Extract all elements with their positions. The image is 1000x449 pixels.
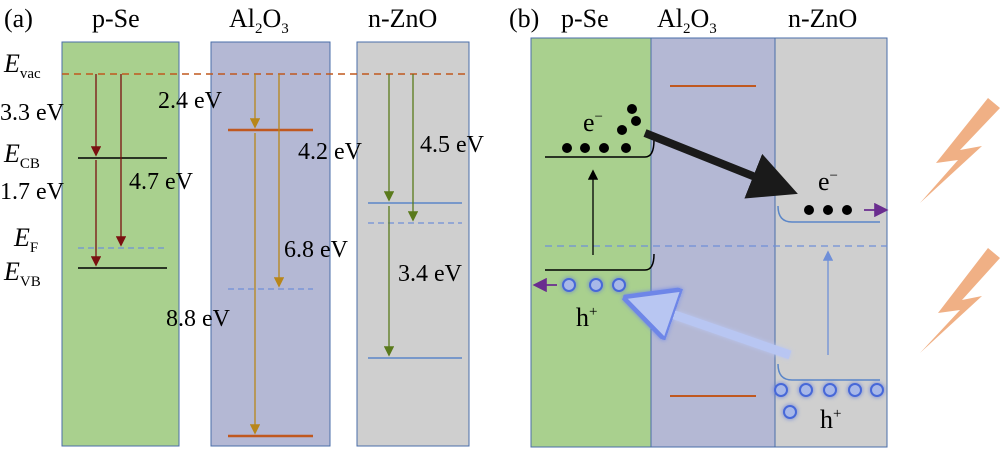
panel-b-header-pse: p-Se (561, 4, 609, 33)
lightning-bolt-icon (920, 98, 1000, 203)
panel-b-pse-vb (545, 253, 655, 271)
panel-b-electron-label-nzno: e− (818, 167, 838, 196)
panel-b-header-al2o3: Al2O3 (657, 4, 717, 37)
value-al2o3-fermi: 6.8 eV (284, 237, 349, 263)
label-e-cb: ECB (3, 139, 40, 172)
label-e-vac: Evac (3, 49, 41, 82)
panel-b-header-nzno: n-ZnO (788, 4, 857, 33)
panel-a-header-al2o3: Al2O3 (229, 4, 289, 37)
panel-b-electrons-pse (562, 104, 641, 153)
panel-a: (a) p-Se Al2O3 n-ZnO Evac EC (0, 4, 485, 447)
panel-b-pse-cb (545, 139, 655, 158)
value-nzno-vb: 3.4 eV (398, 261, 463, 287)
panel-b-nzno-cb (777, 205, 880, 223)
value-nzno-fermi: 4.5 eV (420, 132, 485, 158)
value-pse-gap: 1.7 eV (0, 179, 65, 205)
panel-b-electron-label-pse: e− (583, 108, 603, 137)
panel-b-hole-label-nzno: h+ (820, 405, 841, 434)
panel-b-al2o3-column (650, 37, 776, 448)
panel-b-hole-label-pse: h+ (576, 303, 597, 332)
value-al2o3-cb: 2.4 eV (158, 88, 223, 114)
panel-a-header-nzno: n-ZnO (368, 4, 437, 33)
value-al2o3-vb: 8.8 eV (166, 306, 231, 332)
panel-b-holes-pse (562, 278, 626, 292)
value-pse-cb: 3.3 eV (0, 100, 65, 126)
lightning-bolt-icon (920, 248, 1000, 353)
panel-b-nzno-vb (777, 363, 880, 381)
value-pse-fermi: 4.7 eV (129, 169, 194, 195)
panel-b-tag: (b) (509, 4, 539, 33)
panel-b-nzno-column (774, 37, 888, 448)
panel-a-tag: (a) (4, 4, 33, 33)
label-e-vb: EVB (3, 257, 41, 290)
panel-b-pse-column (530, 37, 652, 448)
panel-b-holes-nzno (774, 383, 884, 419)
panel-b: (b) p-Se Al2O3 n-ZnO e− (509, 4, 1000, 448)
panel-a-header-pse: p-Se (92, 4, 140, 33)
value-nzno-cb: 4.2 eV (298, 139, 363, 165)
panel-a-al2o3-column (210, 41, 331, 447)
hole-transfer-arrow (640, 303, 792, 360)
label-e-f: EF (13, 223, 38, 256)
electron-transfer-arrow (643, 129, 798, 199)
panel-b-electrons-nzno (804, 205, 852, 215)
